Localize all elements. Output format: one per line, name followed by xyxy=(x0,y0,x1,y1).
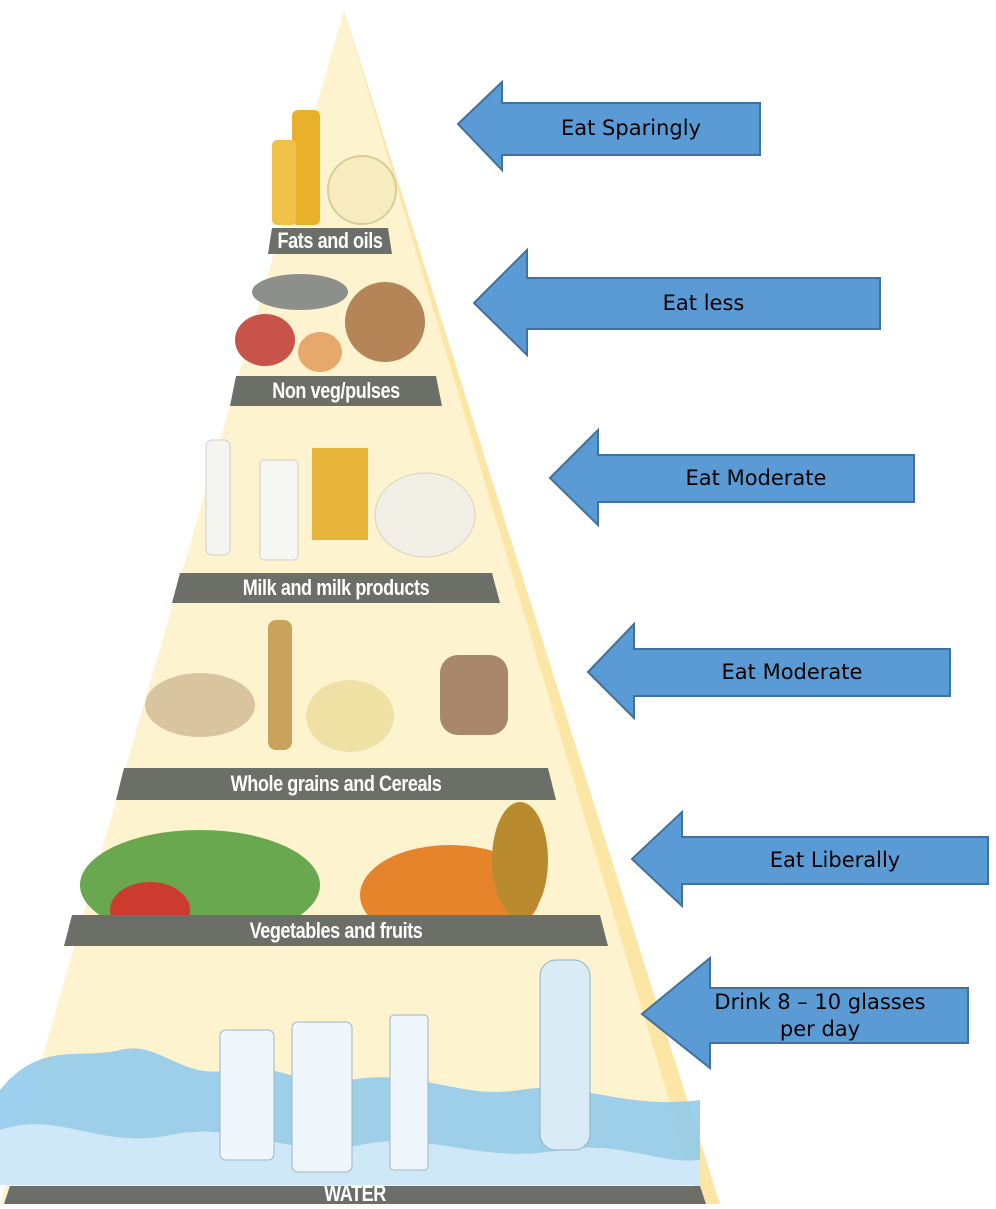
pulses-bowl xyxy=(345,282,425,362)
milk-bottle xyxy=(205,439,231,556)
grain-heap xyxy=(145,673,255,737)
arrow-liberally xyxy=(630,809,989,909)
arrow-text-less: Eat less xyxy=(662,290,745,315)
arrow-less xyxy=(472,247,881,358)
arrow-text-moderate-1: Eat Moderate xyxy=(685,465,827,490)
water-glass xyxy=(219,1029,275,1161)
butter-bowl xyxy=(327,155,397,225)
band-water xyxy=(4,1186,706,1204)
band-fats xyxy=(268,228,392,254)
arrow-text-sparingly: Eat Sparingly xyxy=(561,116,701,141)
label-milk-products: Milk and milk products xyxy=(242,575,430,600)
band-nonveg xyxy=(230,376,442,406)
fish xyxy=(252,274,348,310)
arrow-text-liberally: Eat Liberally xyxy=(769,847,901,872)
pineapple xyxy=(492,802,548,918)
arrow-water xyxy=(640,955,969,1071)
roti xyxy=(306,680,394,752)
oil-bottle xyxy=(272,140,296,225)
water-glass xyxy=(389,1014,429,1171)
arrow-text-water: Drink 8 – 10 glasses per day xyxy=(714,989,926,1041)
label-fats-and-oils: Fats and oils xyxy=(277,228,383,253)
band-veg xyxy=(64,915,608,946)
oil-bottle xyxy=(292,110,320,225)
water-bottle xyxy=(539,959,591,1151)
milk-glass xyxy=(259,459,299,561)
paneer xyxy=(374,472,476,558)
arrow-moderate-2 xyxy=(586,621,951,721)
label-vegetables-fruits: Vegetables and fruits xyxy=(249,917,423,943)
arrow-sparingly xyxy=(456,79,761,173)
wheat-stalks xyxy=(268,620,292,750)
water-glass xyxy=(291,1021,353,1173)
label-whole-grains: Whole grains and Cereals xyxy=(230,771,442,796)
meat xyxy=(235,314,295,366)
band-milk xyxy=(172,573,500,603)
label-water: WATER xyxy=(324,1181,386,1206)
arrow-moderate-1 xyxy=(548,427,915,528)
eggs xyxy=(298,332,342,372)
arrow-text-moderate-2: Eat Moderate xyxy=(721,659,863,684)
cheese-block xyxy=(312,448,368,540)
band-grains xyxy=(116,768,556,800)
bread-loaf xyxy=(440,655,508,735)
label-non-veg-pulses: Non veg/pulses xyxy=(272,378,400,403)
